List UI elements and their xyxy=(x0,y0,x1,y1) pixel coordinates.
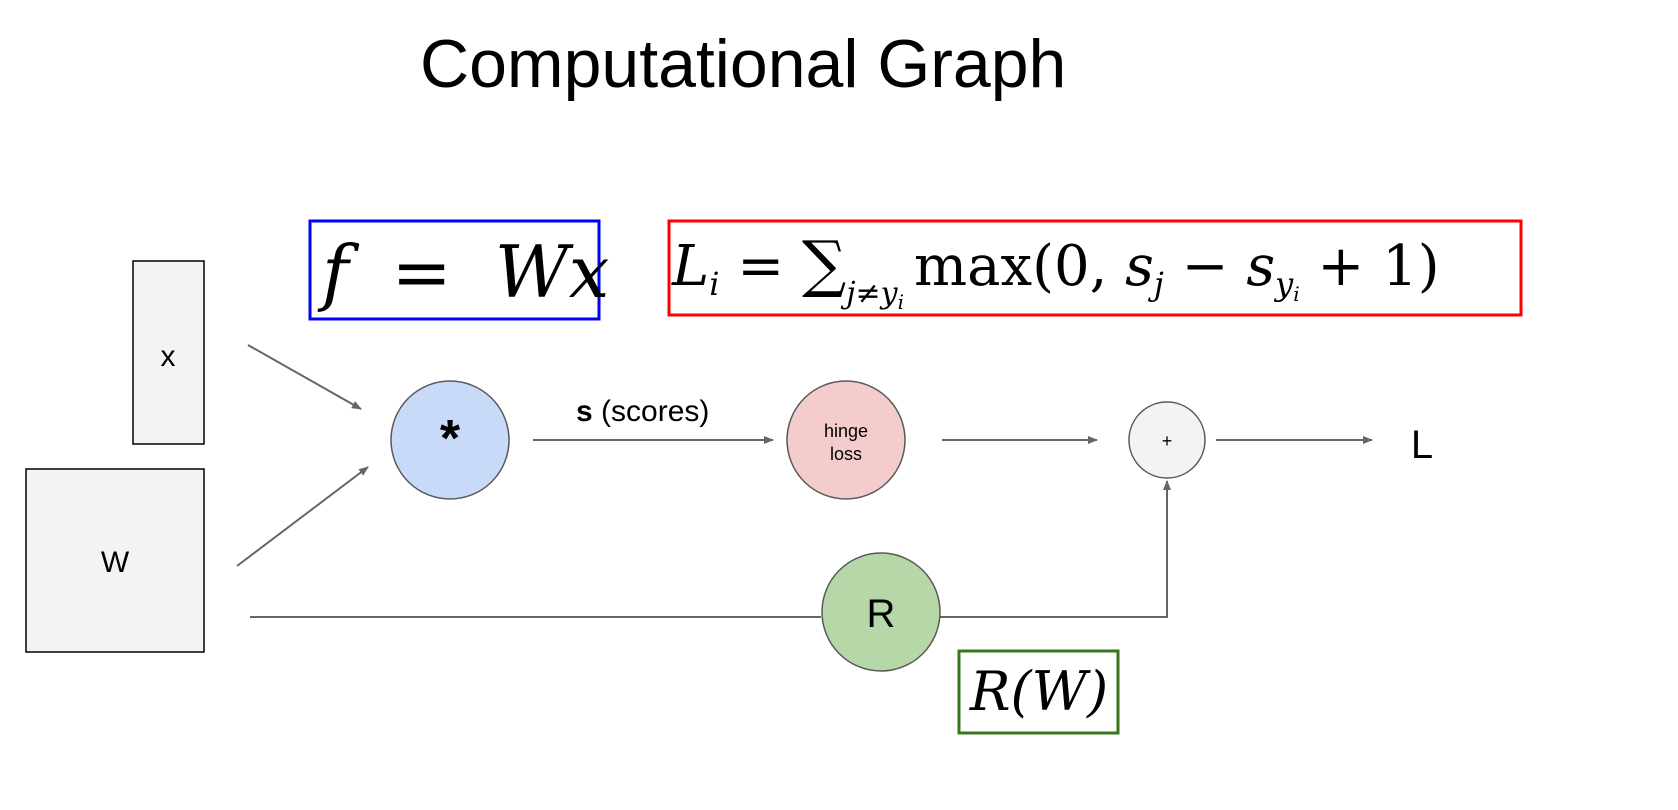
node-multiply-circle xyxy=(390,380,510,500)
node-plus[interactable]: + xyxy=(1128,401,1206,479)
formula-loss-close: + 1) xyxy=(1300,234,1440,299)
formula-loss-minus: − xyxy=(1164,234,1247,299)
formula-loss-eq: = xyxy=(719,234,802,299)
node-reg-label: R xyxy=(867,592,896,636)
node-hinge-loss[interactable]: hinge loss xyxy=(786,380,906,500)
node-hinge-loss-line1: hinge xyxy=(824,421,868,441)
edges xyxy=(236,344,1373,618)
formula-loss-s2-sub: y xyxy=(1273,265,1294,303)
formula-loss-s2-subsub: i xyxy=(1293,282,1299,306)
formula-loss-s: s xyxy=(1125,234,1154,299)
formula-f: f = Wx xyxy=(317,230,609,314)
formula-f-eq: = xyxy=(369,230,475,314)
node-hinge-loss-circle xyxy=(786,380,906,500)
formula-f-lhs: f xyxy=(317,230,360,314)
formula-reg: R(W) xyxy=(969,660,1108,723)
edge-w-to-multiply xyxy=(236,466,369,567)
formula-loss-box: Li = ∑j≠yimax(0, sj − syi + 1) xyxy=(667,219,1523,317)
node-plus-circle xyxy=(1128,401,1206,479)
node-hinge-loss-line2: loss xyxy=(830,444,862,464)
node-w[interactable]: W xyxy=(25,468,205,653)
node-w-box xyxy=(25,468,205,653)
formula-loss-s2: s xyxy=(1246,234,1275,299)
formula-f-border xyxy=(308,219,601,321)
node-multiply-label: * xyxy=(440,410,461,468)
formula-f-box: f = Wx xyxy=(308,219,609,321)
formula-loss-L-sub: i xyxy=(709,265,719,303)
page-title: Computational Graph xyxy=(420,26,1066,102)
formula-loss-open: (0, xyxy=(1032,234,1125,299)
formula-reg-box: R(W) xyxy=(957,649,1120,735)
formula-loss-sum-subsub: i xyxy=(898,290,904,314)
formula-loss-sum-sub: j≠y xyxy=(840,276,898,311)
node-output-label: L xyxy=(1411,423,1433,467)
formula-f-rhs: Wx xyxy=(495,230,610,314)
edge-label-scores-bold: s xyxy=(576,395,593,428)
node-x-label: x xyxy=(161,340,176,373)
formula-loss-sum: ∑ xyxy=(802,227,846,300)
node-reg-circle xyxy=(821,552,941,672)
node-reg[interactable]: R xyxy=(821,552,941,672)
node-multiply[interactable]: * xyxy=(390,380,510,500)
node-x[interactable]: x xyxy=(132,260,205,445)
node-plus-label: + xyxy=(1162,431,1173,451)
formula-reg-border xyxy=(957,649,1120,735)
formula-loss-border xyxy=(667,219,1523,317)
edge-label-scores: s (scores) xyxy=(576,395,709,428)
edge-label-scores-rest: (scores) xyxy=(593,395,710,428)
node-w-label: W xyxy=(101,546,130,579)
node-x-box xyxy=(132,260,205,445)
formula-loss-L: L xyxy=(671,234,709,299)
edge-reg-to-plus xyxy=(940,480,1171,618)
formula-loss-max: max xyxy=(914,234,1032,299)
formula-loss: Li = ∑j≠yimax(0, sj − syi + 1) xyxy=(671,227,1440,314)
edge-x-to-multiply xyxy=(247,344,362,410)
